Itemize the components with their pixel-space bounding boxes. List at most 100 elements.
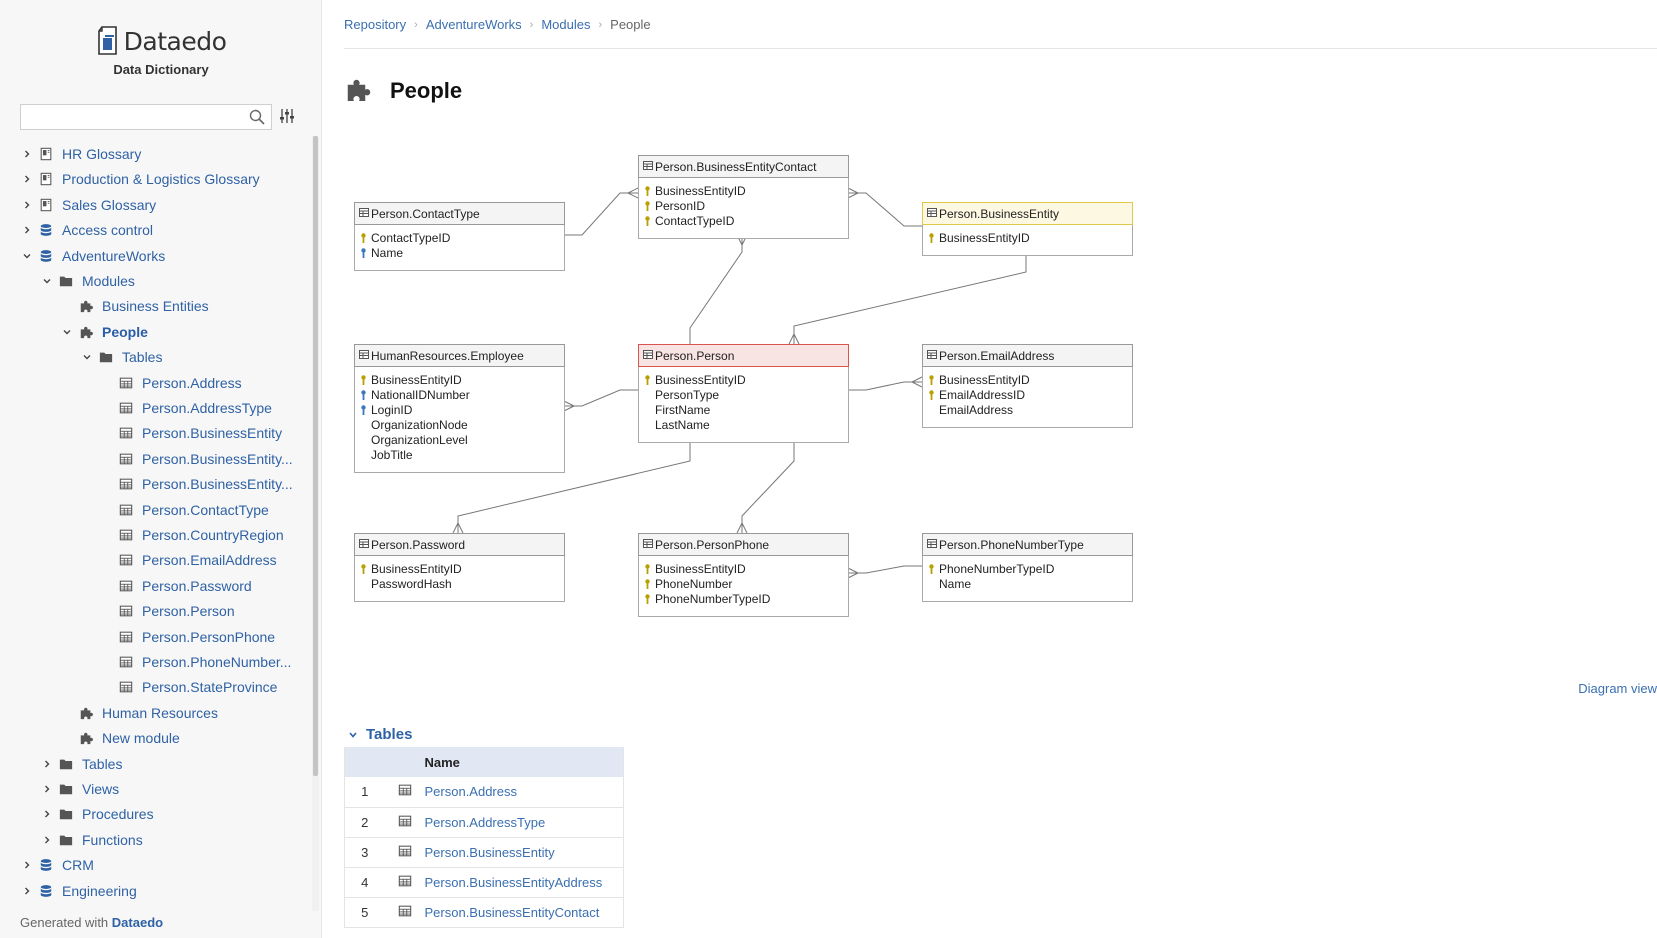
chevron-right-icon[interactable] [22,174,32,184]
chevron-right-icon[interactable] [22,200,32,210]
tree-item[interactable]: Person.BusinessEntity... [102,472,293,496]
tree-item[interactable]: Production & Logistics Glossary [22,167,260,191]
table-row[interactable]: 4 Person.BusinessEntityAddress [344,867,624,898]
entity-box[interactable]: Person.PersonPhoneBusinessEntityIDPhoneN… [638,533,849,617]
table-icon [119,555,133,566]
chevron-right-icon[interactable] [42,784,52,794]
tree-item[interactable]: Person.Person [102,599,235,623]
tree-item[interactable]: Tables [82,345,162,369]
tree-item[interactable]: Tables [42,752,122,776]
tree-item[interactable]: New module [62,726,180,750]
tree-item[interactable]: People [62,320,148,344]
row-icon-cell [384,837,425,868]
diagram-view-link[interactable]: Diagram view [1578,681,1657,696]
breadcrumb-modules[interactable]: Modules [541,17,591,32]
table-name-link[interactable]: Person.BusinessEntity [424,837,624,868]
chevron-down-icon[interactable] [22,251,32,261]
database-icon [40,224,52,237]
entity-box[interactable]: HumanResources.EmployeeBusinessEntityIDN… [354,344,565,473]
chevron-right-icon[interactable] [22,149,32,159]
table-name-link[interactable]: Person.Address [424,777,624,808]
tree-item[interactable]: Person.BusinessEntity [102,421,282,445]
chevron-down-icon[interactable] [42,276,52,286]
tree-item[interactable]: Person.CountryRegion [102,523,284,547]
tree-item[interactable]: Access control [22,218,153,242]
tree-item[interactable]: HR Glossary [22,142,141,166]
sidebar-scrollbar-thumb[interactable] [313,136,318,776]
tree-item-icon [118,629,134,645]
tree-item[interactable]: Functions [42,828,143,852]
tree-item-icon [58,806,74,822]
tree-item[interactable]: Person.EmailAddress [102,548,277,572]
chevron-down-icon[interactable] [82,352,92,362]
tree-item-label: Person.BusinessEntity... [142,450,293,467]
chevron-down-icon[interactable] [348,730,358,740]
tree-item-label: Procedures [82,806,154,823]
tree-item-label: Modules [82,273,135,289]
tree-item[interactable]: Human Resources [62,701,218,725]
tree-spacer [102,555,112,565]
chevron-right-icon[interactable] [42,835,52,845]
tree-item[interactable]: Person.Password [102,574,252,598]
entity-box[interactable]: Person.PhoneNumberTypePhoneNumberTypeIDN… [922,533,1133,602]
tree-item[interactable]: Business Entities [62,294,209,318]
search-icon[interactable] [249,109,265,125]
tree-item-label: Person.EmailAddress [142,552,277,569]
entity-box[interactable]: Person.EmailAddressBusinessEntityIDEmail… [922,344,1133,428]
tree-item[interactable]: Person.PhoneNumber... [102,650,291,674]
tree-item[interactable]: CRM [22,853,94,877]
chevron-down-icon[interactable] [62,327,72,337]
chevron-right-icon[interactable] [22,225,32,235]
tree-item[interactable]: Procedures [42,802,154,826]
table-name-link[interactable]: Person.BusinessEntityAddress [424,867,624,898]
generated-brand-link[interactable]: Dataedo [111,915,164,930]
chevron-right-icon[interactable] [22,886,32,896]
entity-column: Name [939,577,971,591]
tree-item[interactable]: Person.StateProvince [102,675,277,699]
breadcrumb-adventureworks[interactable]: AdventureWorks [425,17,522,32]
tables-section-header[interactable]: Tables [348,726,412,743]
breadcrumb-repository[interactable]: Repository [344,17,407,32]
table-name-link[interactable]: Person.BusinessEntityContact [424,897,624,928]
row-number: 4 [344,867,385,898]
chevron-right-icon[interactable] [42,759,52,769]
tree-item[interactable]: Person.Address [102,371,242,395]
chevron-right-icon[interactable] [22,860,32,870]
table-icon [119,453,133,465]
logo[interactable]: Dataedo [0,26,322,56]
primary-key-icon [645,186,650,196]
filter-settings-icon[interactable] [279,108,295,124]
relationship-line [457,437,691,533]
table-name-link[interactable]: Person.AddressType [424,807,624,838]
tree-item-icon [118,654,134,670]
tree-item[interactable]: Person.BusinessEntity... [102,447,293,471]
tree-item[interactable]: AdventureWorks [22,244,165,268]
search-input[interactable] [20,104,272,130]
tree-item[interactable]: Engineering [22,879,137,903]
table-icon [359,208,369,217]
tree-item[interactable]: Person.PersonPhone [102,625,275,649]
folder-icon [59,835,73,846]
entity-column: BusinessEntityID [655,184,746,198]
tree-item[interactable]: Person.ContactType [102,498,269,522]
entity-column: FirstName [655,403,711,417]
chevron-right-icon[interactable] [42,809,52,819]
entity-column: EmailAddress [939,403,1013,417]
tree-item[interactable]: Sales Glossary [22,193,156,217]
relationship-line [848,381,922,391]
entity-box[interactable]: Person.PersonBusinessEntityIDPersonTypeF… [638,344,849,443]
entity-box[interactable]: Person.PasswordBusinessEntityIDPasswordH… [354,533,565,602]
tree-item-icon [38,222,54,238]
tree-item[interactable]: Person.AddressType [102,396,272,420]
tree-item[interactable]: Views [42,777,119,801]
glossary-icon [40,173,52,186]
entity-box[interactable]: Person.BusinessEntityContactBusinessEnti… [638,155,849,239]
tree-item[interactable]: Modules [42,269,135,293]
